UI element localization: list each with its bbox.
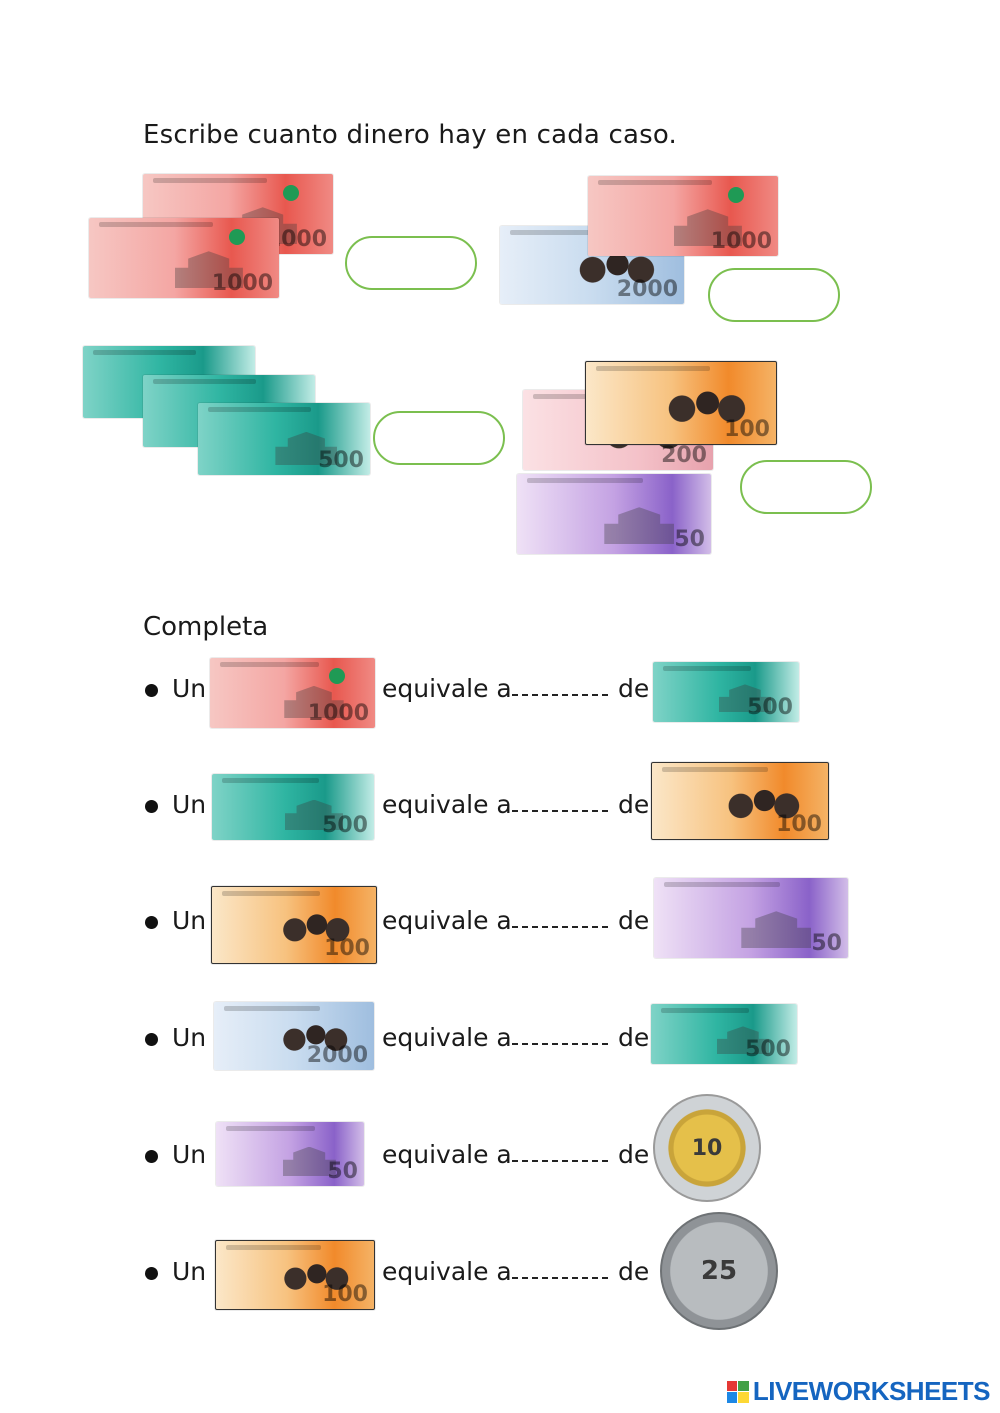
banknote-100: 100 [585, 361, 777, 445]
banknote-500: 500 [212, 774, 374, 840]
coin-10-pesos: 10 [653, 1094, 761, 1202]
banknote-50: 50 [517, 474, 711, 554]
row-un: Un [172, 1257, 207, 1286]
banknote-1000: 1000 [89, 218, 279, 298]
answer-blank-2[interactable] [512, 810, 608, 812]
banknote-1000: 1000 [210, 658, 375, 728]
row-de: de [618, 790, 650, 819]
row-de: de [618, 906, 650, 935]
answer-box-3[interactable] [373, 411, 505, 465]
row-un: Un [172, 906, 207, 935]
liveworksheets-logo-text: LIVEWORKSHEETS [752, 1376, 991, 1406]
banknote-100: 100 [211, 886, 377, 964]
row-equivale: equivale a [382, 1140, 512, 1169]
banknote-2000: 2000 [214, 1002, 374, 1070]
banknote-100: 100 [651, 762, 829, 840]
banknote-100: 100 [215, 1240, 375, 1310]
bullet-icon [145, 916, 158, 929]
row-un: Un [172, 674, 207, 703]
row-un: Un [172, 1023, 207, 1052]
row-de: de [618, 674, 650, 703]
answer-box-4[interactable] [740, 460, 872, 514]
bullet-icon [145, 1033, 158, 1046]
banknote-500: 500 [653, 662, 799, 722]
row-equivale: equivale a [382, 1257, 512, 1286]
answer-blank-4[interactable] [512, 1043, 608, 1045]
liveworksheets-logo: LIVEWORKSHEETS [726, 1376, 991, 1407]
banknote-1000: 1000 [588, 176, 778, 256]
bullet-icon [145, 1267, 158, 1280]
row-de: de [618, 1023, 650, 1052]
coin-25-pesos: 25 [660, 1212, 778, 1330]
answer-box-2[interactable] [708, 268, 840, 322]
row-un: Un [172, 790, 207, 819]
row-de: de [618, 1257, 650, 1286]
row-equivale: equivale a [382, 674, 512, 703]
answer-blank-3[interactable] [512, 926, 608, 928]
row-equivale: equivale a [382, 906, 512, 935]
worksheet-title: Escribe cuanto dinero hay en cada caso. [143, 120, 678, 150]
bullet-icon [145, 684, 158, 697]
coin-25-value: 25 [700, 1256, 738, 1286]
row-de: de [618, 1140, 650, 1169]
answer-blank-6[interactable] [512, 1277, 608, 1279]
answer-blank-1[interactable] [512, 694, 608, 696]
banknote-50: 50 [654, 878, 848, 958]
banknote-50: 50 [216, 1122, 364, 1186]
bullet-icon [145, 1150, 158, 1163]
answer-blank-5[interactable] [512, 1160, 608, 1162]
section-title-completa: Completa [143, 612, 269, 642]
row-equivale: equivale a [382, 790, 512, 819]
banknote-500: 500 [651, 1004, 797, 1064]
liveworksheets-logo-icon [726, 1380, 749, 1403]
banknote-500: 500 [198, 403, 370, 475]
answer-box-1[interactable] [345, 236, 477, 290]
bullet-icon [145, 800, 158, 813]
row-equivale: equivale a [382, 1023, 512, 1052]
row-un: Un [172, 1140, 207, 1169]
coin-10-value: 10 [691, 1135, 723, 1161]
